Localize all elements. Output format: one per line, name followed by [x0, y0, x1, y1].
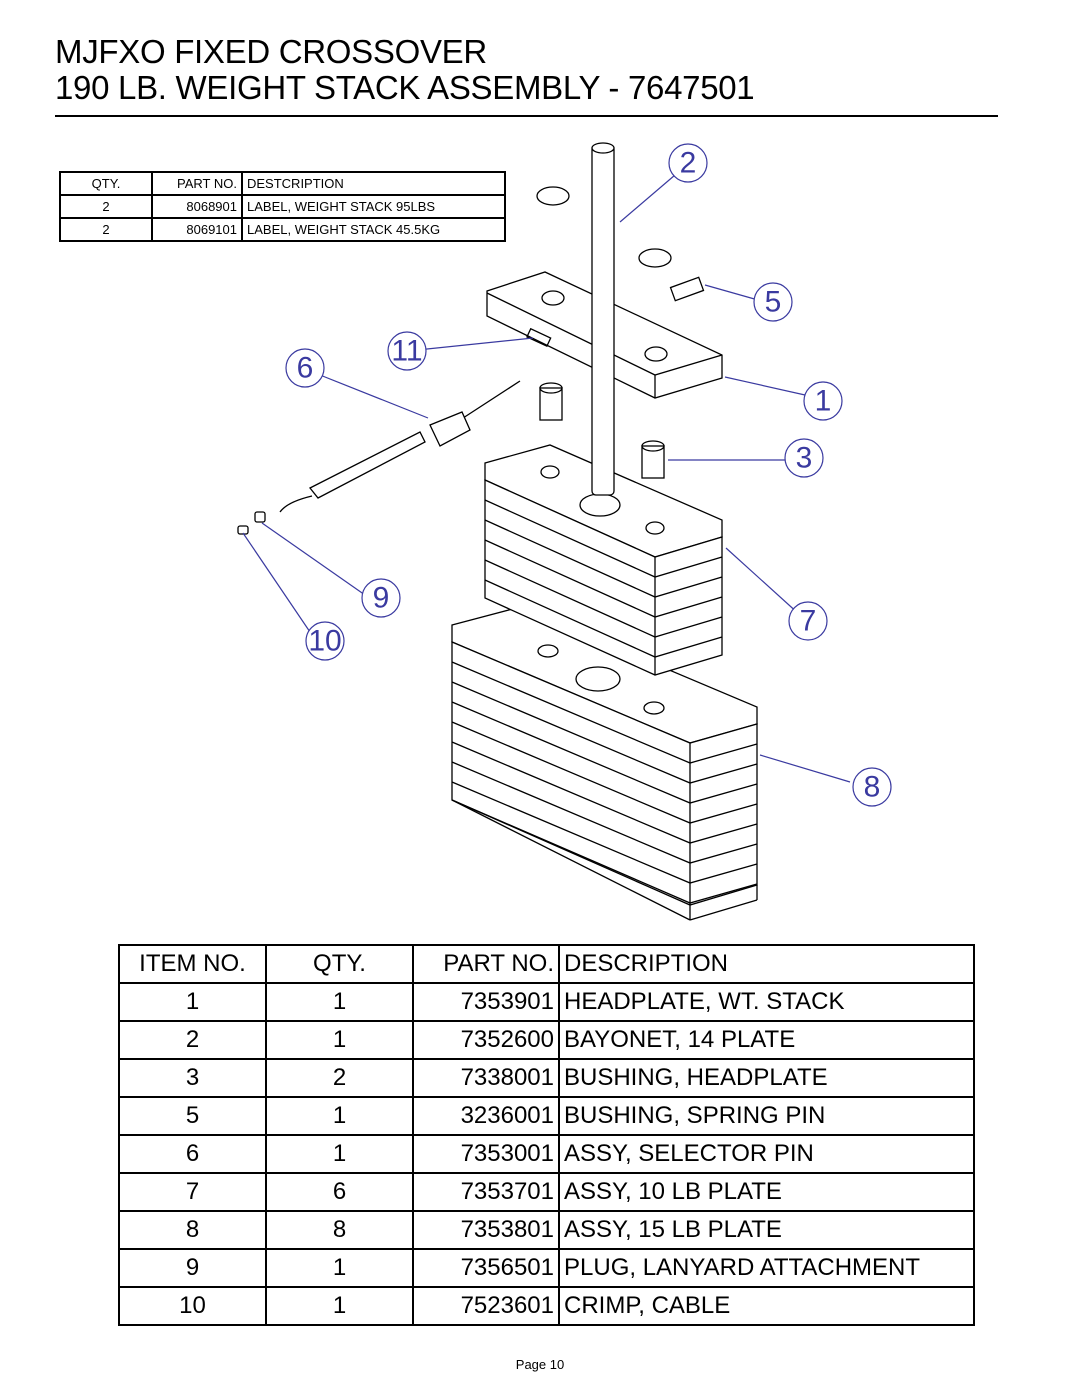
cell-item-no: 1 [118, 982, 267, 1022]
callout-7: 7 [800, 605, 817, 638]
cell-description: ASSY, 15 LB PLATE [558, 1210, 975, 1250]
cell-qty: 1 [265, 1286, 414, 1326]
cell-qty: 6 [265, 1172, 414, 1212]
cell-part-no: 3236001 [412, 1096, 560, 1136]
label-qty: 2 [59, 194, 153, 219]
cell-part-no: 7352600 [412, 1020, 560, 1060]
cell-item-no: 9 [118, 1248, 267, 1288]
label-part: 8069101 [151, 217, 243, 242]
label-header-desc: DESTCRIPTION [241, 171, 506, 196]
label-part: 8068901 [151, 194, 243, 219]
label-desc: LABEL, WEIGHT STACK 95LBS [241, 194, 506, 219]
callout-8: 8 [864, 771, 881, 804]
label-header-part: PART NO. [151, 171, 243, 196]
callout-1: 1 [815, 385, 832, 418]
label-table-header: QTY. PART NO. DESTCRIPTION [59, 171, 506, 196]
title-line-1: MJFXO FIXED CROSSOVER [55, 33, 487, 70]
header-item-no: ITEM NO. [118, 944, 267, 984]
cell-description: CRIMP, CABLE [558, 1286, 975, 1326]
title-rule [55, 115, 998, 117]
callout-9: 9 [373, 582, 390, 615]
cell-description: BUSHING, SPRING PIN [558, 1096, 975, 1136]
cell-description: ASSY, 10 LB PLATE [558, 1172, 975, 1212]
title-line-2: 190 LB. WEIGHT STACK ASSEMBLY - 7647501 [55, 69, 755, 106]
header-qty: QTY. [265, 944, 414, 984]
cell-item-no: 5 [118, 1096, 267, 1136]
cell-description: BUSHING, HEADPLATE [558, 1058, 975, 1098]
callout-10: 10 [308, 625, 341, 658]
callout-5: 5 [765, 286, 782, 319]
label-qty: 2 [59, 217, 153, 242]
bushings [539, 382, 665, 479]
header-description: DESCRIPTION [558, 944, 975, 984]
cell-qty: 8 [265, 1210, 414, 1250]
cell-description: HEADPLATE, WT. STACK [558, 982, 975, 1022]
cell-qty: 1 [265, 982, 414, 1022]
cell-part-no: 7338001 [412, 1058, 560, 1098]
cell-qty: 1 [265, 1096, 414, 1136]
cell-item-no: 6 [118, 1134, 267, 1174]
leader-lines [242, 174, 851, 783]
header-part-no: PART NO. [412, 944, 560, 984]
table-row: 2 8068901 LABEL, WEIGHT STACK 95LBS [59, 194, 506, 219]
cell-part-no: 7353901 [412, 982, 560, 1022]
callout-6: 6 [297, 352, 314, 385]
cell-item-no: 2 [118, 1020, 267, 1060]
selector-pin [279, 380, 521, 513]
callout-11: 11 [391, 335, 422, 368]
label-desc: LABEL, WEIGHT STACK 45.5KG [241, 217, 506, 242]
cell-part-no: 7353001 [412, 1134, 560, 1174]
cell-qty: 2 [265, 1058, 414, 1098]
cell-qty: 1 [265, 1134, 414, 1174]
callout-3: 3 [796, 442, 813, 475]
label-table: QTY. PART NO. DESTCRIPTION 2 8068901 LAB… [59, 171, 506, 242]
cell-item-no: 3 [118, 1058, 267, 1098]
cell-description: PLUG, LANYARD ATTACHMENT [558, 1248, 975, 1288]
bayonet [591, 142, 615, 496]
callout-2: 2 [680, 147, 697, 180]
upper-plate-stack [484, 444, 723, 676]
table-row: 2 8069101 LABEL, WEIGHT STACK 45.5KG [59, 217, 506, 242]
callout-circles [285, 143, 892, 807]
cell-part-no: 7353701 [412, 1172, 560, 1212]
cell-item-no: 10 [118, 1286, 267, 1326]
cell-qty: 1 [265, 1020, 414, 1060]
cell-item-no: 7 [118, 1172, 267, 1212]
lower-plate-stack [451, 606, 758, 921]
cell-part-no: 7353801 [412, 1210, 560, 1250]
cell-description: BAYONET, 14 PLATE [558, 1020, 975, 1060]
cell-item-no: 8 [118, 1210, 267, 1250]
parts-table-header: ITEM NO. QTY. PART NO. DESCRIPTION [118, 944, 975, 984]
cell-part-no: 7356501 [412, 1248, 560, 1288]
page-title: MJFXO FIXED CROSSOVER 190 LB. WEIGHT STA… [55, 33, 755, 106]
exploded-assembly-drawing: 1 2 3 5 6 7 8 9 10 11 [237, 142, 892, 921]
cell-qty: 1 [265, 1248, 414, 1288]
label-header-qty: QTY. [59, 171, 153, 196]
cell-part-no: 7523601 [412, 1286, 560, 1326]
cell-description: ASSY, SELECTOR PIN [558, 1134, 975, 1174]
page-number: Page 10 [515, 1357, 565, 1372]
